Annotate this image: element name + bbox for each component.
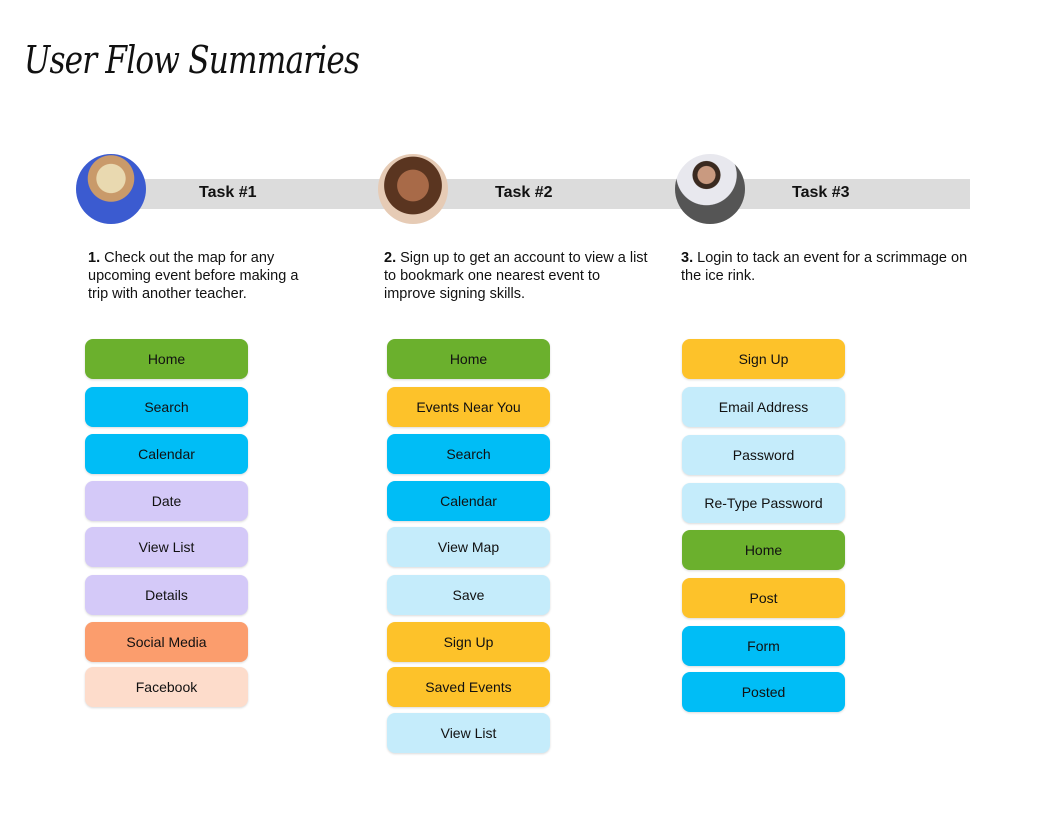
flow-step: Events Near You xyxy=(387,387,550,427)
task-2-label: Task #2 xyxy=(495,184,553,201)
flow-step: Re-Type Password xyxy=(682,483,845,523)
flow-step: Home xyxy=(682,530,845,570)
flow-step: Email Address xyxy=(682,387,845,427)
task-1-description: 1. Check out the map for any upcoming ev… xyxy=(88,249,313,303)
flow-step: Password xyxy=(682,435,845,475)
task-timeline-bar xyxy=(110,179,970,209)
flow-step: View Map xyxy=(387,527,550,567)
flow-step: Facebook xyxy=(85,667,248,707)
persona-avatar-3 xyxy=(675,154,745,224)
flow-step: View List xyxy=(387,713,550,753)
flow-step: Calendar xyxy=(387,481,550,521)
flow-step: Social Media xyxy=(85,622,248,662)
task-text: Sign up to get an account to view a list… xyxy=(384,250,648,302)
task-2-description: 2. Sign up to get an account to view a l… xyxy=(384,249,654,303)
task-3-description: 3. Login to tack an event for a scrimmag… xyxy=(681,249,981,285)
flow-step: Home xyxy=(387,339,550,379)
flow-step: Home xyxy=(85,339,248,379)
flow-step: Details xyxy=(85,575,248,615)
task-number: 2. xyxy=(384,250,397,266)
flow-step: Search xyxy=(387,434,550,474)
persona-avatar-1 xyxy=(76,154,146,224)
persona-avatar-2 xyxy=(378,154,448,224)
flow-step: Date xyxy=(85,481,248,521)
flow-step: Calendar xyxy=(85,434,248,474)
flow-step: Posted xyxy=(682,672,845,712)
page-title: User Flow Summaries xyxy=(24,38,360,82)
task-text: Check out the map for any upcoming event… xyxy=(88,250,299,302)
flow-step: Saved Events xyxy=(387,667,550,707)
flow-step: Save xyxy=(387,575,550,615)
task-number: 1. xyxy=(88,250,101,266)
flow-step: Post xyxy=(682,578,845,618)
task-number: 3. xyxy=(681,250,694,266)
flow-step: Form xyxy=(682,626,845,666)
task-1-label: Task #1 xyxy=(199,184,257,201)
flow-step: Sign Up xyxy=(387,622,550,662)
flow-step: Sign Up xyxy=(682,339,845,379)
task-3-label: Task #3 xyxy=(792,184,850,201)
flow-step: Search xyxy=(85,387,248,427)
task-text: Login to tack an event for a scrimmage o… xyxy=(681,250,968,284)
flow-step: View List xyxy=(85,527,248,567)
